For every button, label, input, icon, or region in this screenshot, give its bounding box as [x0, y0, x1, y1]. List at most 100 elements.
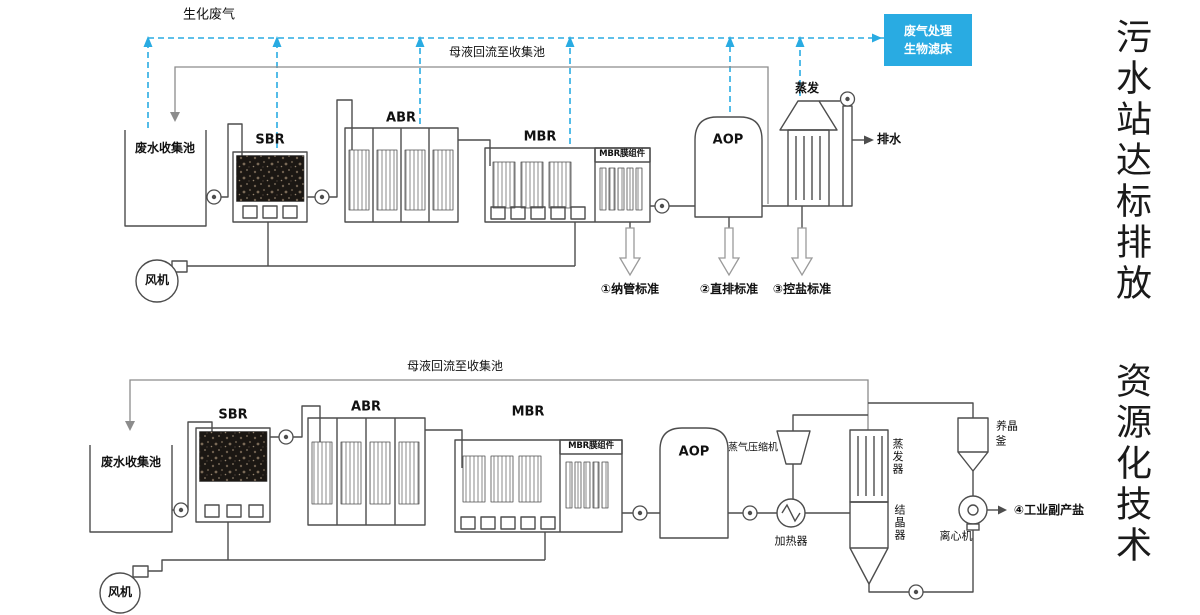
up-arrow-icon — [725, 36, 735, 47]
membrane-plate — [608, 167, 616, 211]
clarifier-cell — [248, 504, 264, 518]
bottom-aop-label: AOP — [678, 444, 710, 460]
heater-label: 加热器 — [774, 534, 808, 548]
media-block — [490, 455, 514, 503]
evaporator-tubes — [795, 136, 821, 200]
bottom-fan-circle — [99, 572, 141, 614]
media-block — [492, 161, 516, 209]
clarifier-cell — [540, 516, 556, 530]
clarifier-cell — [550, 206, 566, 220]
media-block — [348, 149, 370, 211]
top-membrane-label: MBR膜组件 — [599, 149, 645, 160]
media-block — [520, 161, 544, 209]
clarifier-cell — [242, 205, 258, 219]
abr-baffles — [336, 418, 396, 525]
media-block — [398, 441, 420, 505]
pipe — [458, 139, 491, 166]
top-collection-tank-label: 废水收集池 — [134, 141, 196, 156]
centrifuge-stand — [966, 523, 980, 531]
top-collection-tank — [124, 130, 207, 227]
top-fan-label: 风机 — [144, 273, 170, 288]
crystallizer-label: 结晶器 — [893, 504, 906, 542]
gas-box-line1: 废气处理 — [903, 24, 953, 39]
clarifier-cell — [226, 504, 242, 518]
media-block — [462, 455, 486, 503]
media-block — [369, 441, 391, 505]
bottom-sbr-tank — [195, 427, 271, 523]
hollow-down-arrow-icon — [618, 227, 642, 277]
top-sbr-sludge — [236, 155, 305, 202]
bottom-process — [89, 402, 998, 593]
media-block — [518, 455, 542, 503]
bottom-fan-outlet — [132, 565, 149, 578]
kettle-body — [957, 417, 989, 453]
pipe — [425, 429, 463, 468]
top-mbr-label: MBR — [523, 129, 557, 145]
clarifier-cell — [262, 205, 278, 219]
top-aop-vessel — [694, 116, 763, 218]
output1-label: ①纳管标准 — [600, 282, 660, 297]
clarifier-cell — [530, 206, 546, 220]
top-pump-dots — [211, 96, 850, 209]
up-arrow-icon — [143, 36, 153, 47]
kettle-pipe — [868, 402, 974, 418]
clarifier-cell — [480, 516, 496, 530]
clarifier-cell — [282, 205, 298, 219]
biogas-duct-lines — [147, 37, 884, 148]
top-process — [124, 99, 864, 273]
top-evaporator-body — [787, 129, 830, 207]
arrow-connectors — [629, 206, 803, 228]
centrifuge-hub — [967, 504, 979, 516]
output3-label: ③控盐标准 — [772, 282, 832, 297]
evaporator-label: 蒸发器 — [891, 438, 904, 476]
abr-baffles — [372, 128, 430, 222]
hollow-down-arrow-icon — [717, 227, 741, 277]
kettle-label-line2: 釜 — [995, 434, 1007, 448]
media-block — [376, 149, 398, 211]
bottom-pump-dots — [178, 434, 919, 595]
gas-box-line2: 生物滤床 — [903, 42, 953, 57]
salt-output-label: ④工业副产盐 — [1013, 503, 1085, 518]
kettle-label-line1: 养晶 — [996, 419, 1018, 433]
down-arrow-icon — [125, 421, 135, 431]
top-aeration-line — [187, 222, 576, 267]
compressor-label: 蒸气压缩机 — [728, 442, 778, 454]
drain-arrow-icon — [864, 135, 874, 145]
bottom-membrane-label-box — [559, 439, 623, 455]
media-block — [404, 149, 426, 211]
media-block — [340, 441, 362, 505]
bottom-pumps — [173, 429, 924, 600]
output2-label: ②直排标准 — [699, 282, 759, 297]
top-sbr-label: SBR — [255, 132, 285, 148]
bottom-collection-tank — [89, 445, 173, 533]
bottom-sbr-sludge — [199, 431, 268, 482]
side-title-line2: 资源化技术 — [1110, 362, 1151, 567]
up-arrow-icon — [795, 36, 805, 47]
biogas-arrows — [143, 33, 882, 47]
crystallizer-cone — [849, 547, 889, 585]
bottom-abr-label: ABR — [351, 399, 381, 415]
top-abr-label: ABR — [386, 110, 416, 126]
down-arrow-icon — [170, 112, 180, 122]
clarifier-cell — [500, 516, 516, 530]
up-arrow-icon — [565, 36, 575, 47]
top-evaporation-label: 蒸发 — [794, 81, 820, 96]
evaporator-tubes — [857, 436, 883, 496]
biogas-label: 生化废气 — [182, 7, 236, 23]
clarifier-cell — [510, 206, 526, 220]
membrane-plate — [635, 167, 643, 211]
membrane-plate — [599, 167, 607, 211]
bottom-mbr-label: MBR — [511, 404, 545, 420]
top-reflux-line — [174, 66, 769, 204]
membrane-plate — [592, 461, 600, 509]
membrane-plate — [601, 461, 609, 509]
clarifier-cell — [204, 504, 220, 518]
heater-unit — [776, 498, 806, 528]
membrane-plate — [565, 461, 573, 509]
top-evaporator-hat — [779, 100, 838, 131]
crystallizer-body — [849, 501, 889, 549]
bottom-sbr-label: SBR — [218, 407, 248, 423]
bottom-membrane-label: MBR膜组件 — [568, 441, 614, 452]
